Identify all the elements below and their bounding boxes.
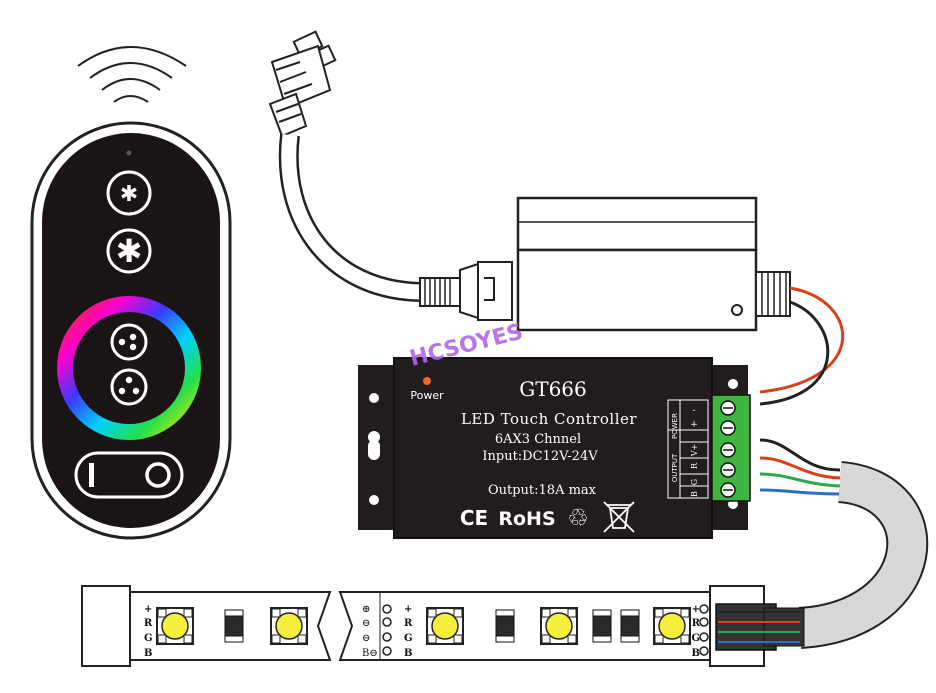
strip-pad-label: R (692, 618, 701, 629)
sun-large-icon: ✱ (116, 232, 143, 270)
weee-bin-icon (603, 501, 635, 533)
brightness-up-button[interactable]: ✱ (106, 228, 152, 274)
ac-power-plug (268, 30, 337, 138)
power-terminal-label: + (690, 420, 698, 430)
strip-pad-label: + (144, 604, 152, 615)
power-label: Power (410, 389, 444, 402)
strip-pad-label: B (144, 648, 152, 659)
mount-slot (368, 440, 380, 460)
smd-led (270, 607, 308, 645)
smd-resistor (620, 609, 640, 643)
brightness-down-button[interactable]: ✱ (106, 170, 152, 216)
controller-channels: 6AX3 Chnnel (495, 432, 581, 447)
strip-pad-label: G (404, 633, 413, 644)
mode-button-1[interactable] (110, 323, 148, 361)
power-indicator-led (423, 377, 431, 385)
wireless-signal-icon (77, 46, 187, 103)
on-icon (89, 463, 94, 487)
controller-title: LED Touch Controller (461, 410, 637, 428)
rohs-mark: RoHS (498, 508, 555, 530)
strip-cut-label: ⊖ (362, 633, 370, 644)
smd-resistor (592, 609, 612, 643)
output-terminal-label: R (690, 462, 699, 469)
strip-cut-label: B⊖ (362, 648, 378, 659)
smd-led (653, 607, 691, 645)
output-terminal-label: V+ (690, 444, 699, 457)
sun-small-icon: ✱ (120, 182, 138, 207)
smd-resistor (224, 609, 244, 643)
output-block-label: OUTPUT (671, 453, 679, 482)
color-wheel-ring[interactable] (57, 296, 201, 440)
strip-cut-label: ⊕ (362, 604, 370, 615)
strip-pad-label: + (404, 604, 412, 615)
off-icon (145, 462, 171, 488)
remote-led-indicator (126, 150, 132, 156)
controller-input: Input:DC12V-24V (482, 449, 598, 464)
power-adapter (419, 196, 791, 332)
recycle-icon: ♲ (567, 504, 589, 532)
strip-pad-label: R (144, 618, 153, 629)
power-terminal-label: - (692, 406, 695, 416)
touch-remote: ✱ ✱ (30, 121, 232, 540)
gt666-controller (358, 357, 751, 539)
strip-pad-label: B (404, 648, 412, 659)
end-cap-left (81, 585, 131, 667)
strip-pad-label: G (144, 633, 153, 644)
terminal-label-grid (667, 399, 709, 499)
strip-cable (797, 461, 929, 649)
smd-led (156, 607, 194, 645)
mode-button-2[interactable] (110, 368, 148, 406)
dc-power-wires (759, 286, 845, 406)
ac-cable (278, 133, 421, 302)
smd-led (426, 607, 464, 645)
smd-resistor (495, 609, 515, 643)
strip-cut-label: ⊖ (362, 618, 370, 629)
smd-led (540, 607, 578, 645)
power-block-label: POWER (671, 413, 679, 439)
power-toggle-button[interactable] (74, 451, 184, 499)
rgb-output-wires (759, 438, 841, 496)
controller-model: GT666 (519, 377, 587, 401)
output-terminal-label: G (690, 479, 699, 485)
output-terminal-label: B (690, 491, 699, 497)
ce-mark: CE (460, 506, 488, 530)
strip-pad-label: + (692, 604, 700, 615)
controller-output: Output:18A max (488, 483, 597, 498)
strip-pad-label: R (404, 618, 413, 629)
strip-pad-label: G (691, 633, 700, 644)
strip-pad-label: B (692, 648, 700, 659)
